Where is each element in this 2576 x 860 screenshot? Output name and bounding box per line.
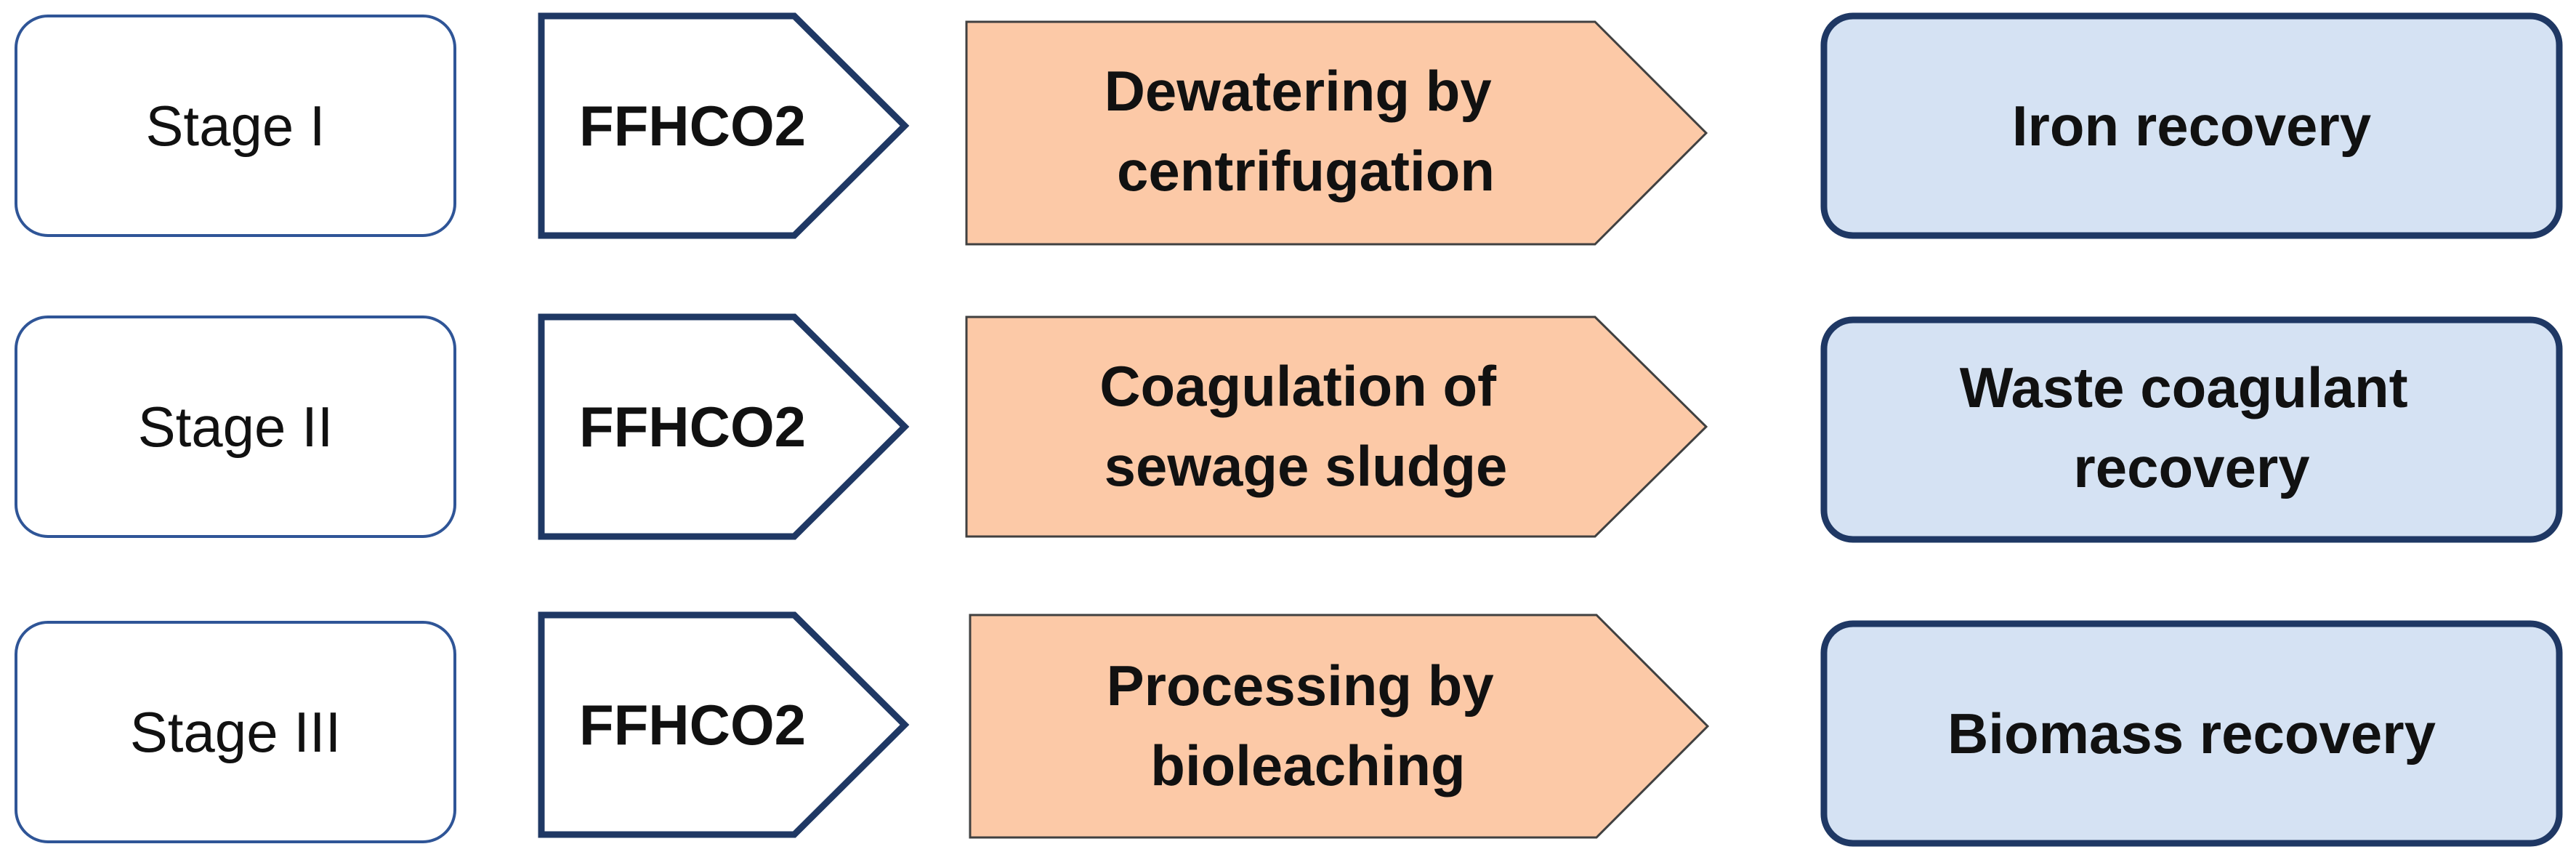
process-label: Coagulation of sewage sludge: [1099, 354, 1512, 498]
process-label-line: Coagulation of: [1099, 354, 1497, 418]
stage-label: Stage I: [145, 94, 325, 158]
row-stage-2: Stage II FFHCO2 Coagulation of sewage sl…: [15, 313, 2563, 543]
process-label-line: bioleaching: [1150, 734, 1465, 797]
agent-arrow-box: [538, 611, 910, 838]
stage-label: Stage III: [130, 700, 342, 764]
process-label-line: sewage sludge: [1105, 434, 1508, 498]
outcome-box: [1820, 12, 2563, 239]
outcome-label-line: Waste coagulant: [1960, 355, 2408, 419]
row-stage-1: Stage I FFHCO2 Dewatering by centrifugat…: [15, 12, 2563, 246]
agent-label: FFHCO2: [579, 395, 806, 459]
outcome-label: Biomass recovery: [1947, 702, 2436, 765]
agent-label: FFHCO2: [579, 94, 806, 158]
agent-arrow-box: [538, 12, 910, 239]
process-arrow-box: [965, 20, 1708, 246]
process-arrow-box: [965, 316, 1708, 538]
outcome-box: [1820, 316, 2563, 543]
process-label-line: Processing by: [1107, 654, 1494, 718]
process-label-line: Dewatering by: [1105, 59, 1492, 123]
stage-box: [15, 15, 456, 237]
stage-box: [15, 316, 456, 538]
agent-arrow-box: [538, 313, 910, 540]
process-arrow-box: [969, 614, 1710, 839]
stage-box: [15, 621, 456, 843]
process-label: Processing by bioleaching: [1107, 654, 1510, 797]
process-label-line: centrifugation: [1117, 139, 1495, 203]
row-stage-3: Stage III FFHCO2 Processing by bioleachi…: [15, 611, 2563, 847]
process-label: Dewatering by centrifugation: [1105, 59, 1508, 203]
outcome-label: Iron recovery: [2012, 94, 2371, 158]
outcome-label-line: recovery: [2073, 435, 2309, 499]
stage-label: Stage II: [138, 395, 334, 459]
outcome-box: [1820, 620, 2563, 847]
agent-label: FFHCO2: [579, 693, 806, 757]
outcome-label: Waste coagulant recovery: [1960, 355, 2424, 499]
